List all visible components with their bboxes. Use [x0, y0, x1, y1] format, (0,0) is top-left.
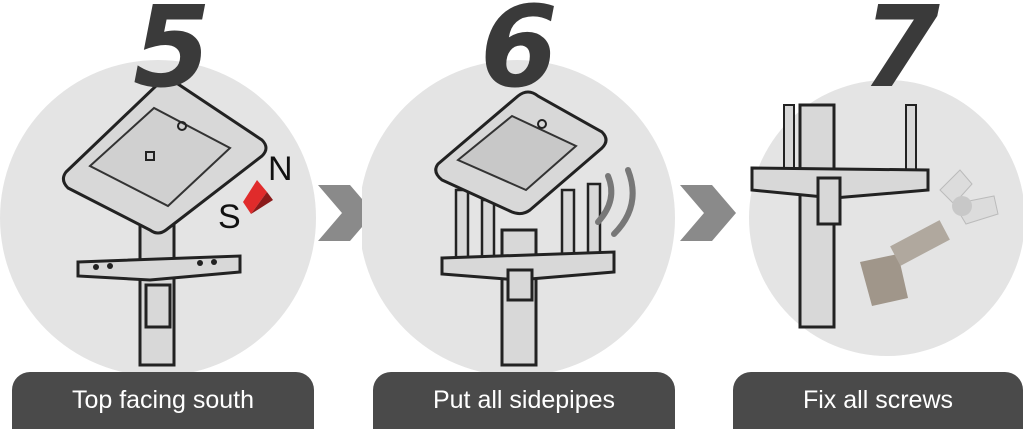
- step-5: N S 5 Top facing south: [0, 0, 330, 429]
- step-label: Fix all screws: [733, 372, 1023, 429]
- step-number: 7: [862, 0, 936, 104]
- compass-south-label: S: [218, 198, 241, 237]
- step-number: 6: [480, 0, 554, 104]
- step-label: Put all sidepipes: [373, 372, 675, 429]
- compass-north-label: N: [268, 150, 293, 189]
- step-label: Top facing south: [12, 372, 314, 429]
- step-number: 5: [133, 0, 207, 104]
- step-7: 7 Fix all screws: [722, 0, 1023, 429]
- step-6: 6 Put all sidepipes: [362, 0, 692, 429]
